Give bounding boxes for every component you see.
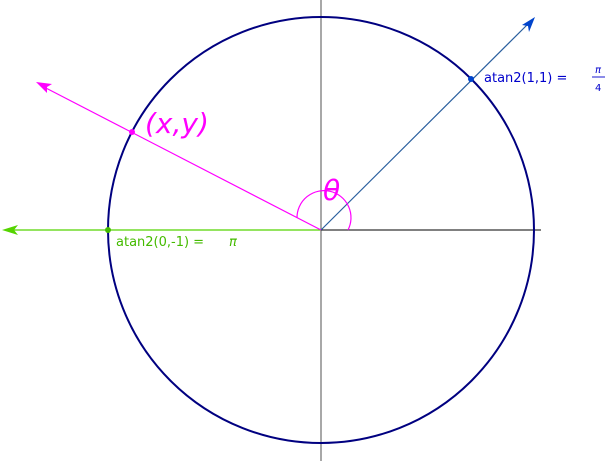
atan-1-1-label: atan2(1,1) = — [484, 71, 567, 86]
green-arrowhead — [2, 225, 18, 235]
point-xy-label: (x,y) — [145, 107, 209, 140]
blue-ray — [320, 21, 531, 231]
atan-0-m1-label: atan2(0,-1) = — [116, 235, 204, 250]
theta-label: θ — [323, 174, 340, 207]
blue-arrowhead — [522, 17, 535, 32]
pi-label: π — [229, 235, 237, 250]
magenta-arrowhead — [36, 82, 52, 93]
theta-arc — [296, 190, 352, 231]
blue-point — [468, 76, 474, 82]
green-point — [105, 227, 111, 233]
magenta-ray — [41, 85, 322, 231]
pi-over-4-numerator: π — [595, 65, 602, 76]
pi-over-4-denominator: 4 — [595, 83, 601, 94]
magenta-point — [129, 129, 135, 135]
